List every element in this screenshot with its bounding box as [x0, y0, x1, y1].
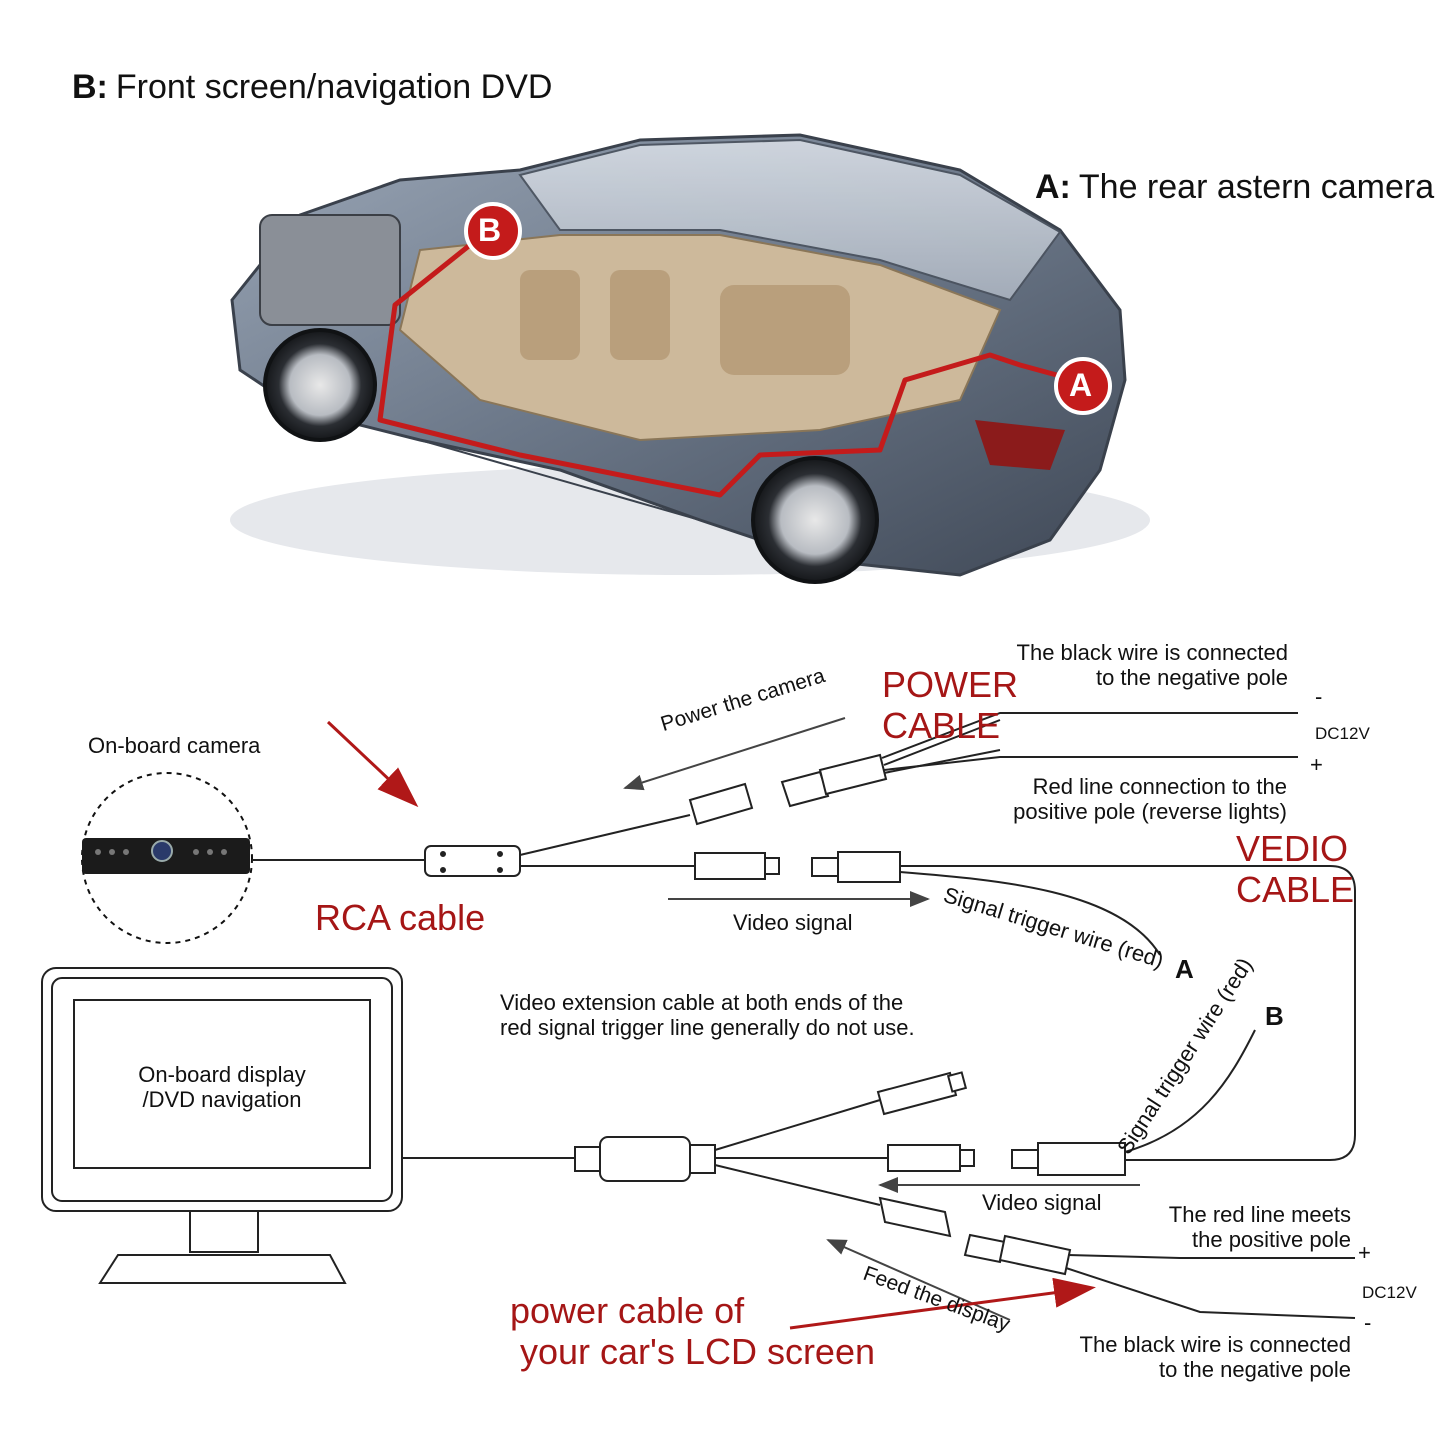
camera-lens — [151, 840, 173, 862]
black-wire-note-top: The black wire is connected to the negat… — [1017, 640, 1288, 691]
top-cables — [252, 712, 1356, 1161]
rca-pointer-arrow — [326, 720, 419, 808]
car-seat — [520, 270, 580, 360]
car-door-line — [419, 439, 701, 521]
black-wire-line-2: to the negative pole — [1095, 665, 1288, 691]
camera-led — [109, 849, 115, 855]
red-line-line-2: positive pole (reverse lights) — [1013, 799, 1287, 825]
rca-cable-label: RCA cable — [315, 897, 486, 938]
monitor-label: On-board display /DVD navigation — [74, 1062, 370, 1113]
video-cable-title: VEDIO CABLE — [1236, 828, 1354, 911]
front-screen-heading: B:Front screen/navigation DVD — [72, 68, 552, 107]
extension-video-body — [1037, 1142, 1126, 1176]
video-cable-plug — [811, 857, 839, 877]
extension-cable-note: Video extension cable at both ends of th… — [500, 990, 915, 1041]
power-cable-plug — [780, 770, 830, 808]
display-video-plug — [887, 1144, 961, 1172]
red-line-note-bottom: The red line meets the positive pole — [1169, 1202, 1351, 1253]
rca-splitter — [424, 845, 521, 877]
car-illustration — [230, 133, 1150, 584]
feed-display-arrow — [826, 1239, 1011, 1321]
car-camera-route — [377, 223, 1076, 498]
rear-camera-letter: A: — [1035, 168, 1071, 206]
minus-sign-top: - — [1315, 684, 1323, 709]
camera-led — [123, 849, 129, 855]
voltage-top: DC12V — [1315, 724, 1370, 743]
bottom-cables — [402, 1029, 1356, 1319]
car-rear-wheel — [751, 456, 879, 584]
black-wire-bottom-line-1: The black wire is connected — [1079, 1332, 1351, 1357]
monitor-label-line-2: /DVD navigation — [142, 1087, 302, 1113]
car-engine — [259, 214, 401, 326]
front-screen-text: Front screen/navigation DVD — [115, 68, 553, 106]
red-line-note-top: Red line connection to the positive pole… — [1013, 774, 1287, 825]
video-signal-bottom-label: Video signal — [982, 1190, 1102, 1215]
camera-video-plug — [694, 852, 766, 880]
extension-power-body — [998, 1234, 1072, 1276]
black-wire-line-1: The black wire is connected — [1016, 640, 1288, 665]
video-cable-body — [837, 851, 901, 883]
display-power-plug — [878, 1196, 952, 1238]
plus-sign-bottom: + — [1358, 1240, 1371, 1265]
camera-label: On-board camera — [88, 733, 261, 758]
power-cable-title-line-2: CABLE — [882, 705, 1001, 747]
camera-led — [207, 849, 213, 855]
car-front-wheel — [263, 328, 377, 442]
plus-sign-top: + — [1310, 752, 1323, 777]
extension-note-line-2: red signal trigger line generally do not… — [500, 1015, 915, 1041]
black-wire-bottom-line-2: to the negative pole — [1158, 1357, 1351, 1383]
car-marker-a-label: A — [1069, 367, 1093, 403]
camera-led — [193, 849, 199, 855]
display-splitter — [599, 1136, 691, 1182]
power-cable-title-line-1: POWER — [882, 664, 1019, 705]
trigger-wire-a-letter: A — [1175, 954, 1194, 984]
red-line-bottom-line-1: The red line meets — [1168, 1202, 1351, 1227]
front-screen-letter: B: — [72, 68, 108, 106]
car-marker-a — [1054, 357, 1112, 415]
car-tail-lamp — [975, 420, 1065, 470]
camera-power-plug — [688, 782, 754, 826]
lcd-pointer-arrow — [789, 1277, 1096, 1330]
car-marker-b-label: B — [478, 212, 502, 248]
spare-plug — [876, 1071, 958, 1116]
car-marker-b — [464, 202, 522, 260]
extension-video-plug — [1011, 1149, 1039, 1169]
lcd-power-line-1: power cable of — [510, 1290, 745, 1331]
power-cable-body — [818, 753, 888, 796]
extension-power-plug — [963, 1233, 1007, 1264]
voltage-bottom: DC12V — [1362, 1283, 1417, 1302]
camera-detail-circle — [81, 772, 253, 944]
power-cable-title: POWER CABLE — [882, 664, 1018, 747]
camera-led — [95, 849, 101, 855]
rear-camera-heading: A:The rear astern camera — [1035, 168, 1434, 207]
monitor-drawing — [41, 967, 403, 1284]
display-splitter-cap — [574, 1146, 601, 1172]
monitor-label-line-1: On-board display — [138, 1062, 306, 1087]
camera-led — [221, 849, 227, 855]
car-seat — [720, 285, 850, 375]
video-cable-title-line-2: CABLE — [1236, 869, 1355, 911]
video-cable-title-line-1: VEDIO — [1236, 828, 1349, 869]
power-camera-arrow — [623, 717, 846, 791]
car-glass — [518, 138, 1062, 302]
trigger-wire-b-letter: B — [1265, 1001, 1284, 1031]
black-wire-note-bottom: The black wire is connected to the negat… — [1080, 1332, 1351, 1383]
video-signal-top-label: Video signal — [733, 910, 853, 935]
minus-sign-bottom: - — [1364, 1310, 1372, 1335]
rear-camera-text: The rear astern camera — [1078, 168, 1435, 206]
red-line-line-1: Red line connection to the — [1032, 774, 1287, 799]
red-line-bottom-line-2: the positive pole — [1192, 1227, 1351, 1253]
extension-note-line-1: Video extension cable at both ends of th… — [500, 990, 904, 1015]
lcd-power-cable-label: power cable of your car's LCD screen — [510, 1290, 875, 1373]
car-seat — [610, 270, 670, 360]
camera-assembly — [81, 772, 253, 944]
lcd-power-line-2: your car's LCD screen — [520, 1331, 875, 1373]
